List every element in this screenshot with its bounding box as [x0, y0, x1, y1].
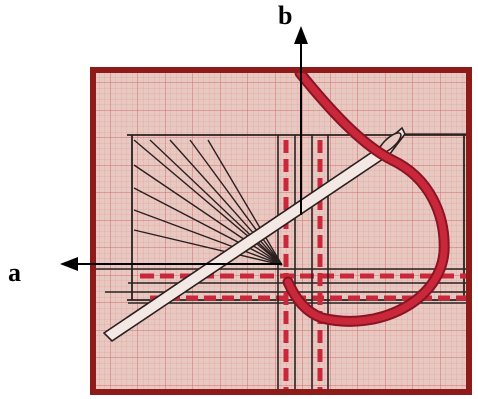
label-b: b [278, 1, 292, 30]
graph-grid [96, 73, 466, 389]
label-a: a [8, 258, 21, 287]
